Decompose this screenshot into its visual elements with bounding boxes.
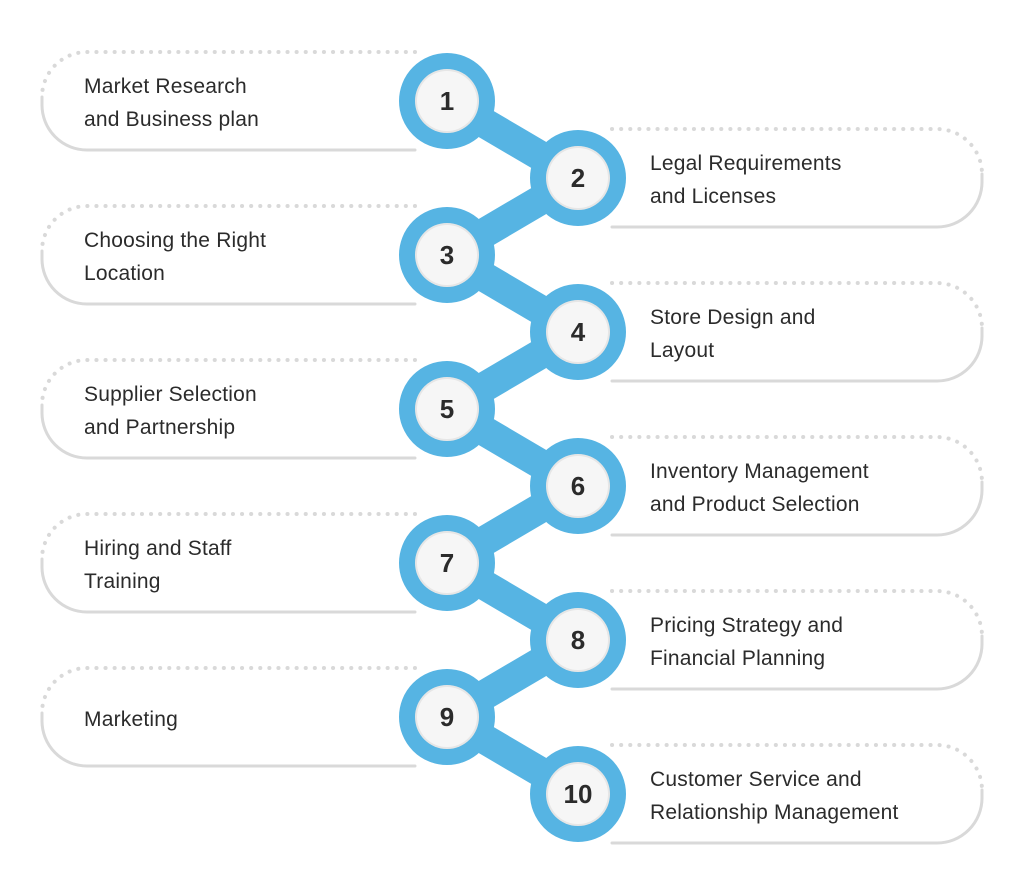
card-dotted-border — [610, 127, 984, 176]
step-label-line: Hiring and Staff — [84, 537, 232, 560]
node-ring — [399, 669, 495, 765]
card-dotted-border — [610, 589, 984, 638]
card-dotted-border — [610, 435, 984, 484]
step-nodes: 1 2 3 4 5 6 7 8 9 10 — [399, 53, 626, 842]
step-node-6: 6 — [530, 438, 626, 534]
step-label-line: Market Research — [84, 75, 247, 98]
node-face — [417, 71, 477, 131]
step-node-2: 2 — [530, 130, 626, 226]
node-ring — [399, 207, 495, 303]
node-face — [548, 610, 608, 670]
step-number: 6 — [571, 471, 585, 501]
card-dotted-border — [40, 666, 417, 715]
card-solid-border — [610, 172, 984, 229]
step-label-line: and Partnership — [84, 416, 235, 439]
node-ring — [530, 746, 626, 842]
step-label-line: Financial Planning — [650, 647, 825, 670]
node-face — [548, 764, 608, 824]
step-label-line: and Business plan — [84, 108, 259, 131]
card-solid-border — [40, 557, 417, 614]
step-number: 7 — [440, 548, 454, 578]
step-node-5: 5 — [399, 361, 495, 457]
card-dotted-border — [40, 358, 417, 407]
step-label-line: Inventory Management — [650, 460, 869, 483]
node-face — [548, 302, 608, 362]
card-solid-border — [40, 711, 417, 768]
node-face — [417, 379, 477, 439]
step-number: 4 — [571, 317, 586, 347]
card-dotted-border — [40, 512, 417, 561]
card-dotted-border — [610, 743, 984, 792]
step-number: 3 — [440, 240, 454, 270]
node-ring — [530, 284, 626, 380]
step-node-7: 7 — [399, 515, 495, 611]
step-label-line: Legal Requirements — [650, 152, 842, 175]
step-number: 2 — [571, 163, 585, 193]
step-number: 5 — [440, 394, 454, 424]
node-ring — [399, 361, 495, 457]
step-label-line: Store Design and — [650, 306, 815, 329]
card-solid-border — [40, 249, 417, 306]
step-label-line: Location — [84, 262, 165, 285]
node-face — [548, 148, 608, 208]
node-ring — [530, 438, 626, 534]
step-number: 1 — [440, 86, 454, 116]
step-label-line: Training — [84, 570, 161, 593]
step-label-line: Layout — [650, 339, 714, 362]
node-face — [417, 225, 477, 285]
step-node-9: 9 — [399, 669, 495, 765]
step-label-line: Choosing the Right — [84, 229, 266, 252]
card-dotted-border — [610, 281, 984, 330]
card-solid-border — [610, 634, 984, 691]
card-solid-border — [610, 480, 984, 537]
step-node-8: 8 — [530, 592, 626, 688]
node-face — [417, 687, 477, 747]
step-label-line: and Product Selection — [650, 493, 860, 516]
node-ring — [530, 592, 626, 688]
connector-chain — [432, 86, 593, 809]
step-node-3: 3 — [399, 207, 495, 303]
step-label-line: Marketing — [84, 708, 178, 731]
step-label-line: and Licenses — [650, 185, 776, 208]
step-number: 10 — [564, 779, 593, 809]
step-label-line: Pricing Strategy and — [650, 614, 843, 637]
node-face — [548, 456, 608, 516]
card-dotted-border — [40, 204, 417, 253]
step-number: 8 — [571, 625, 585, 655]
step-label-line: Customer Service and — [650, 768, 862, 791]
step-card-1: Market Research and Business plan — [40, 50, 417, 152]
step-node-10: 10 — [530, 746, 626, 842]
card-solid-border — [610, 326, 984, 383]
step-number: 9 — [440, 702, 454, 732]
step-label-line: Supplier Selection — [84, 383, 257, 406]
card-solid-border — [40, 403, 417, 460]
node-ring — [399, 53, 495, 149]
chain-link — [432, 86, 593, 809]
card-solid-border — [610, 788, 984, 845]
node-ring — [399, 515, 495, 611]
card-solid-border — [40, 95, 417, 152]
node-face — [417, 533, 477, 593]
step-label-line: Relationship Management — [650, 801, 899, 824]
step-node-4: 4 — [530, 284, 626, 380]
step-node-1: 1 — [399, 53, 495, 149]
step-card-9: Marketing — [40, 666, 417, 768]
card-dotted-border — [40, 50, 417, 99]
step-card-2: Legal Requirements and Licenses — [610, 127, 984, 229]
step-card-5: Supplier Selection and Partnership — [40, 358, 417, 460]
node-ring — [530, 130, 626, 226]
step-card-6: Inventory Management and Product Selectio… — [610, 435, 984, 537]
